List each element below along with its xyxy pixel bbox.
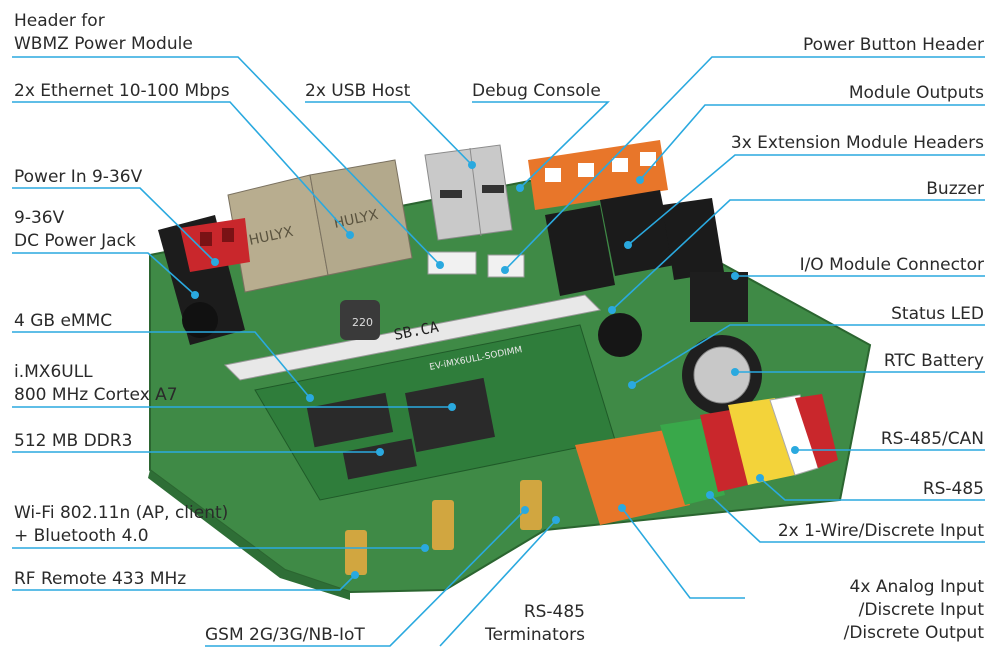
wbmz-header <box>427 251 477 275</box>
label-dc-jack: 9-36V DC Power Jack <box>14 208 136 251</box>
inductor <box>340 300 380 340</box>
inductor-text: 220 <box>352 316 373 329</box>
antenna-connectors <box>345 480 542 575</box>
label-io-connector: I/O Module Connector <box>799 255 984 275</box>
label-wifi: Wi-Fi 802.11n (AP, client) + Bluetooth 4… <box>14 503 229 546</box>
usb-connectors <box>424 144 513 241</box>
power-terminal <box>180 218 250 272</box>
io-connector-block <box>690 272 748 322</box>
label-debug-console: Debug Console <box>472 81 601 101</box>
label-analog-io: 4x Analog Input /Discrete Input /Discret… <box>843 577 984 643</box>
label-ext-headers: 3x Extension Module Headers <box>730 133 984 153</box>
label-ethernet: 2x Ethernet 10-100 Mbps <box>14 81 230 101</box>
label-power-in: Power In 9-36V <box>14 167 143 187</box>
leader-dots <box>191 161 799 579</box>
label-power-button: Power Button Header <box>802 35 984 55</box>
label-rs485-terminators: RS-485 Terminators <box>484 602 585 645</box>
ddr-chip <box>342 438 417 480</box>
label-emmc: 4 GB eMMC <box>14 311 113 331</box>
label-onewire: 2x 1-Wire/Discrete Input <box>777 521 984 541</box>
label-rs485-can: RS-485/CAN <box>880 429 984 449</box>
ethernet-jacks: HULYX HULYX <box>227 159 413 293</box>
label-gsm: GSM 2G/3G/NB-IoT <box>205 625 365 645</box>
label-buzzer: Buzzer <box>926 179 984 199</box>
buzzer-part <box>598 313 642 357</box>
leader-lines <box>12 56 985 647</box>
extension-headers <box>545 190 724 296</box>
sodimm-socket <box>223 294 602 381</box>
label-rs485: RS-485 <box>922 479 984 499</box>
label-usb-host: 2x USB Host <box>305 81 411 101</box>
label-module-outputs: Module Outputs <box>848 83 984 103</box>
label-rtc-battery: RTC Battery <box>883 351 984 371</box>
label-cpu: i.MX6ULL 800 MHz Cortex A7 <box>14 362 178 405</box>
label-status-led: Status LED <box>891 304 984 324</box>
label-rf-remote: RF Remote 433 MHz <box>14 569 187 589</box>
cpu-chip <box>405 377 495 453</box>
label-ddr: 512 MB DDR3 <box>14 431 133 451</box>
label-wbmz-header: Header for WBMZ Power Module <box>14 11 193 54</box>
